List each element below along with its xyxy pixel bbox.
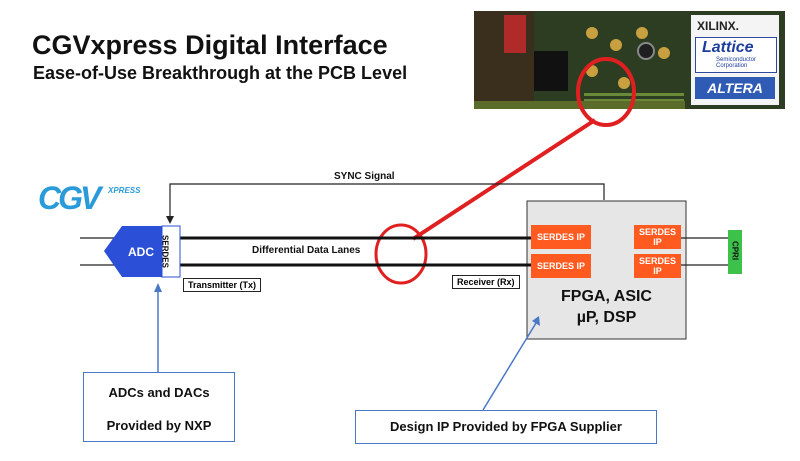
fpga-callout-arrow bbox=[532, 316, 540, 326]
fpga-label-line1: FPGA, ASIC bbox=[561, 288, 652, 305]
serdes-ip-block: SERDES IP bbox=[531, 225, 591, 249]
serdes-ip-block: SERDES IP bbox=[634, 225, 681, 249]
nxp-callout-line2: Provided by NXP bbox=[106, 418, 212, 433]
xilinx-logo: XILINX. bbox=[697, 19, 740, 33]
serdes-ip-block: SERDES IP bbox=[531, 254, 591, 278]
pcb-photo: XILINX. Lattice Semiconductor Corporatio… bbox=[474, 11, 785, 109]
highlight-connector-line bbox=[411, 118, 597, 241]
vendor-logos: XILINX. Lattice Semiconductor Corporatio… bbox=[691, 15, 779, 105]
differential-lanes-label: Differential Data Lanes bbox=[252, 245, 361, 256]
cpri-label: CPRI bbox=[730, 240, 740, 261]
sync-arrow bbox=[166, 216, 174, 224]
lattice-logo-sub-line1: Semiconductor bbox=[716, 57, 757, 63]
page-subtitle: Ease-of-Use Breakthrough at the PCB Leve… bbox=[33, 63, 408, 83]
nxp-callout-arrow bbox=[154, 283, 162, 292]
photo-highlight-circle bbox=[576, 57, 636, 127]
adc-label: ADC bbox=[128, 245, 154, 259]
lattice-logo-sub-line2: Corporation bbox=[716, 63, 748, 69]
adc-serdes-strip bbox=[161, 225, 181, 278]
adc-block bbox=[104, 226, 162, 277]
serdes-ip-block: SERDES IP bbox=[634, 254, 681, 278]
cgvxpress-logo-mark: CGV bbox=[38, 180, 101, 216]
page-title: CGVxpress Digital Interface bbox=[32, 30, 388, 60]
cgvxpress-logo-suffix: XPRESS bbox=[108, 186, 141, 195]
cgvxpress-logo: CGV XPRESS bbox=[38, 180, 141, 220]
sync-signal-label: SYNC Signal bbox=[334, 171, 395, 182]
fpga-callout-pointer bbox=[482, 322, 537, 411]
fpga-label-line2: µP, DSP bbox=[576, 309, 637, 326]
altera-logo: ALTERA bbox=[695, 77, 775, 99]
adc-serdes-label: SERDES bbox=[160, 235, 170, 268]
lattice-logo-name: Lattice bbox=[702, 39, 754, 56]
sync-signal-line bbox=[169, 183, 605, 220]
nxp-callout-line1: ADCs and DACs bbox=[108, 385, 210, 400]
transmitter-label: Transmitter (Tx) bbox=[183, 278, 262, 292]
lattice-logo-sub: Semiconductor Corporation bbox=[716, 57, 756, 69]
fpga-supplier-callout-box: Design IP Provided by FPGA Supplier bbox=[355, 410, 657, 444]
lattice-logo: Lattice Semiconductor Corporation bbox=[695, 37, 777, 73]
receiver-label: Receiver (Rx) bbox=[452, 275, 520, 289]
lane-highlight-circle bbox=[374, 223, 428, 285]
cpri-block bbox=[728, 230, 742, 274]
nxp-callout-box: ADCs and DACs Provided by NXP bbox=[83, 372, 235, 442]
